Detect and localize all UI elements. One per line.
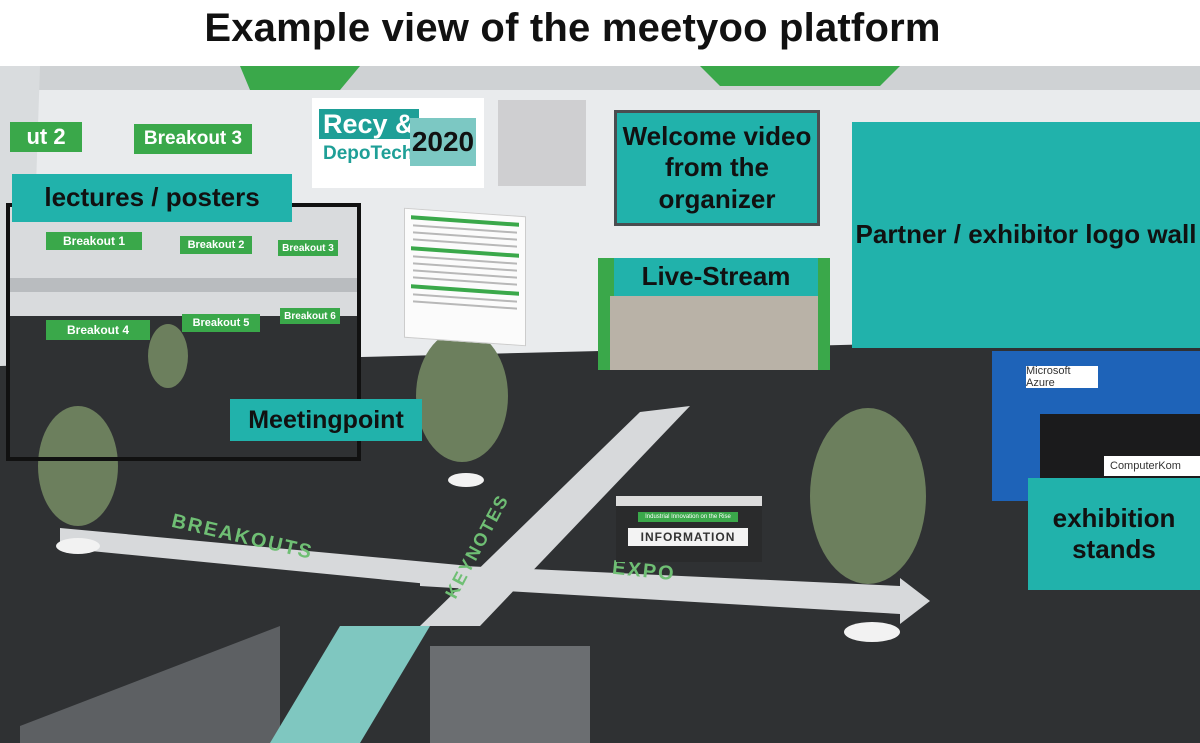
lectures-posters-label[interactable]: lectures / posters — [12, 174, 292, 222]
booth-microsoft-sign[interactable]: Microsoft Azure — [1026, 365, 1098, 389]
exhibition-stands-label[interactable]: exhibition stands — [1028, 478, 1200, 590]
tree — [38, 406, 118, 526]
tree — [148, 324, 188, 388]
breakout-2-sign-partial[interactable]: ut 2 — [10, 122, 82, 152]
inset-breakout-4-sign[interactable]: Breakout 4 — [46, 320, 150, 340]
recy-depotech-logo[interactable]: Recy & DepoTech 2020 — [312, 98, 484, 188]
partner-logo-wall-label[interactable]: Partner / exhibitor logo wall — [852, 122, 1200, 348]
ceiling-panel — [700, 66, 900, 86]
page-title: Example view of the meetyoo platform — [204, 6, 941, 50]
ceiling-panel — [240, 66, 360, 90]
desk-tagline: Industrial Innovation on the Rise — [638, 512, 738, 522]
logo-placeholder[interactable] — [498, 100, 586, 186]
logo-line-2: DepoTech — [323, 143, 414, 164]
inset-breakout-3-sign[interactable]: Breakout 3 — [278, 240, 338, 256]
information-desk[interactable]: Industrial Innovation on the Rise INFORM… — [616, 496, 762, 562]
meetingpoint-label[interactable]: Meetingpoint — [230, 399, 422, 441]
planter — [844, 622, 900, 642]
breakouts-path — [60, 528, 470, 588]
inset-breakout-5-sign[interactable]: Breakout 5 — [182, 314, 260, 332]
expo-path — [420, 564, 900, 614]
virtual-hall-scene: ut 2 Breakout 3 Breakout 1 Breakout 2 Br… — [0, 66, 1200, 743]
booth-computerkom-sign[interactable]: ComputerKom — [1104, 456, 1200, 476]
poster-line — [413, 238, 517, 248]
program-poster[interactable] — [404, 207, 526, 347]
poster-line — [413, 276, 517, 286]
poster-line — [413, 300, 517, 310]
inset-breakout-6-sign[interactable]: Breakout 6 — [280, 308, 340, 324]
inset-breakout-1-sign[interactable]: Breakout 1 — [46, 232, 142, 250]
planter — [56, 538, 100, 554]
desk-plate: INFORMATION — [628, 528, 748, 546]
escalator — [270, 626, 430, 743]
breakout-3-sign[interactable]: Breakout 3 — [134, 124, 252, 154]
logo-line-1: Recy & — [319, 109, 419, 139]
tree — [416, 330, 508, 462]
railing — [20, 626, 280, 743]
welcome-video-label[interactable]: Welcome video from the organizer — [614, 110, 820, 226]
inset-breakout-2-sign[interactable]: Breakout 2 — [180, 236, 252, 254]
railing — [430, 646, 590, 743]
expo-arrow — [900, 578, 930, 624]
tree — [810, 408, 926, 584]
planter — [448, 473, 484, 487]
livestream-label[interactable]: Live-Stream — [614, 258, 818, 296]
inset-mezzanine — [10, 278, 357, 292]
logo-year: 2020 — [410, 118, 476, 166]
stage-opening — [610, 296, 818, 370]
ceiling-edge — [0, 66, 1200, 90]
